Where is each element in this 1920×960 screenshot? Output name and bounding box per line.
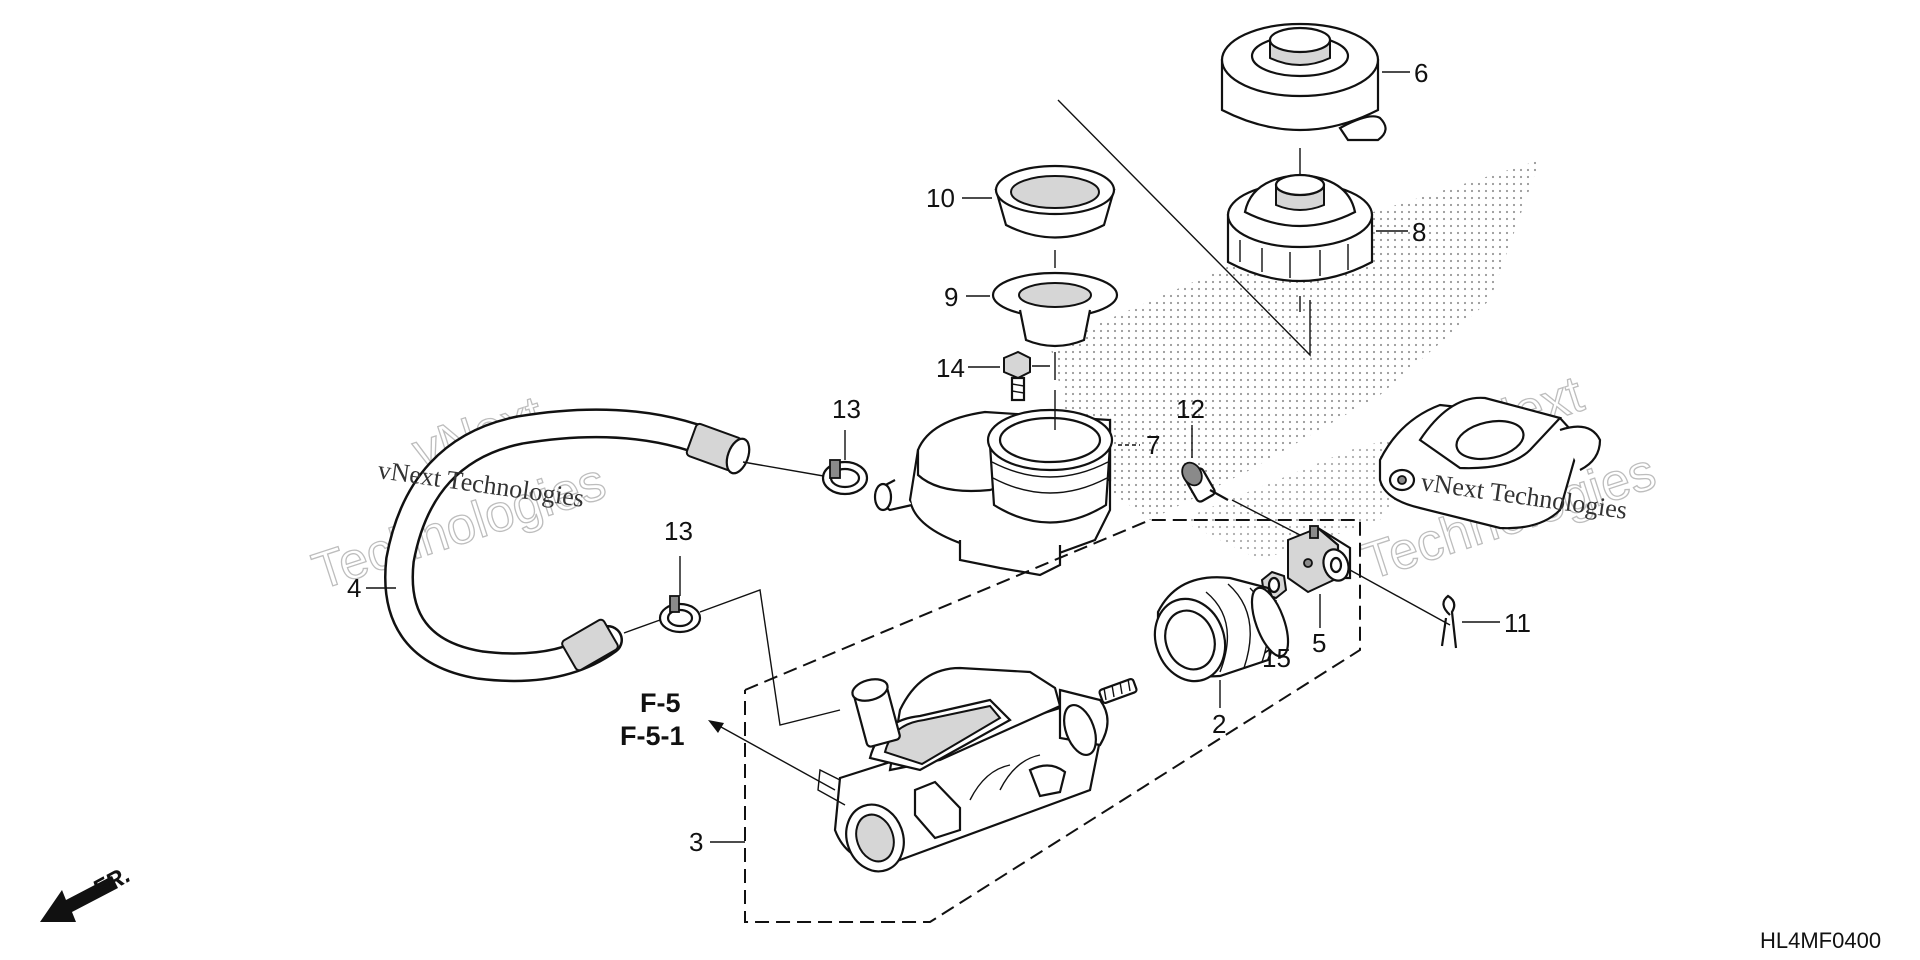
reference-labels[interactable]: F-5 F-5-1 <box>620 688 685 751</box>
reference-arrow <box>708 720 836 791</box>
callout-6: 6 <box>1414 58 1428 88</box>
callout-labels: 10 9 14 13 13 4 7 12 6 8 15 5 11 2 3 <box>347 58 1531 857</box>
callout-8: 8 <box>1412 217 1426 247</box>
callout-10: 10 <box>926 183 955 213</box>
callout-14: 14 <box>936 353 965 383</box>
callout-7: 7 <box>1146 430 1160 460</box>
front-arrow-icon <box>40 876 118 922</box>
callout-15: 15 <box>1262 643 1291 673</box>
part-3-master-cylinder <box>817 666 1138 873</box>
part-7-reservoir <box>873 390 1140 577</box>
callout-12: 12 <box>1176 394 1205 424</box>
assembly-outline-dashed <box>744 519 1361 923</box>
reference-f5-1[interactable]: F-5-1 <box>620 721 685 751</box>
callout-13-lower: 13 <box>664 516 693 546</box>
callout-13-upper: 13 <box>832 394 861 424</box>
part-8-diaphragm-plate <box>1226 173 1374 312</box>
part-13-clip-upper <box>821 430 869 496</box>
assembly-guide-line <box>1057 99 1311 357</box>
callout-9: 9 <box>944 282 958 312</box>
callout-11: 11 <box>1504 608 1531 638</box>
part-11-cotter-pin <box>1440 594 1500 649</box>
reference-f5[interactable]: F-5 <box>640 688 681 718</box>
part-12-bolt <box>1181 425 1301 536</box>
part-10-reservoir-ring <box>994 164 1116 268</box>
callout-2: 2 <box>1212 709 1226 739</box>
part-4-hose <box>384 408 836 683</box>
diagram-code: HL4MF0400 <box>1760 928 1881 953</box>
part-13-clip-lower <box>658 556 841 726</box>
part-6-reservoir-cap <box>1220 22 1387 175</box>
part-14-screw <box>1003 350 1050 402</box>
callout-5: 5 <box>1312 628 1326 658</box>
part-mount-bracket <box>1378 396 1602 530</box>
callout-3: 3 <box>689 827 703 857</box>
part-2-boot <box>1153 576 1290 708</box>
front-direction-indicator: FR. <box>40 861 135 922</box>
part-5-joint <box>1287 525 1451 628</box>
callout-4: 4 <box>347 573 361 603</box>
part-9-plate <box>991 271 1119 380</box>
